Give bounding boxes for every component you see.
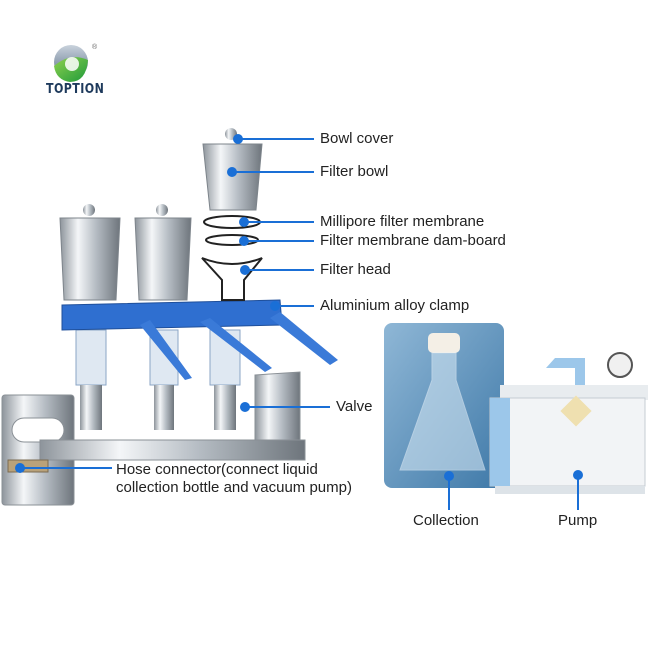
exploded-parts [201,128,263,301]
label-dam-board: Filter membrane dam-board [320,232,506,249]
funnel-left [59,204,121,430]
label-filter-head: Filter head [320,261,391,278]
manifold-frame [1,371,306,506]
label-clamp: Aluminium alloy clamp [320,297,470,314]
collection-bottle-photo [384,323,504,488]
brand-name: TOPTION [46,82,105,97]
label-membrane: Millipore filter membrane [320,213,485,230]
registered-mark: ® [92,44,98,51]
callout-lines [15,134,583,510]
toption-logo [54,45,88,82]
label-hose-line2: collection bottle and vacuum pump) [116,479,352,496]
label-filter-bowl: Filter bowl [320,163,389,180]
vacuum-pump [489,352,648,494]
label-valve: Valve [336,398,373,415]
aluminium-clamp [61,299,338,380]
label-bowl-cover: Bowl cover [320,130,394,147]
label-hose-line1: Hose connector(connect liquid [116,461,318,478]
label-collection: Collection [413,512,479,529]
label-pump: Pump [558,512,598,529]
